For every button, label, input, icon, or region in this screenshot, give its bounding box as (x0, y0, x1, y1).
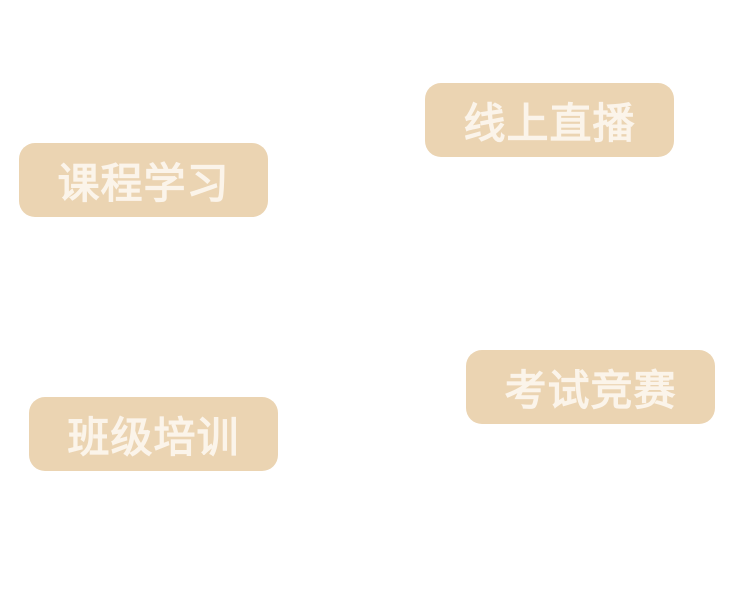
course-study-label: 课程学习 (57, 158, 230, 208)
exam-competition-label: 考试竞赛 (504, 365, 677, 415)
course-study-button[interactable]: 课程学习 (19, 143, 268, 217)
live-stream-label: 线上直播 (463, 98, 636, 148)
class-training-label: 班级培训 (67, 412, 240, 462)
exam-competition-button[interactable]: 考试竞赛 (466, 350, 715, 424)
class-training-button[interactable]: 班级培训 (29, 397, 278, 471)
live-stream-button[interactable]: 线上直播 (425, 83, 674, 157)
